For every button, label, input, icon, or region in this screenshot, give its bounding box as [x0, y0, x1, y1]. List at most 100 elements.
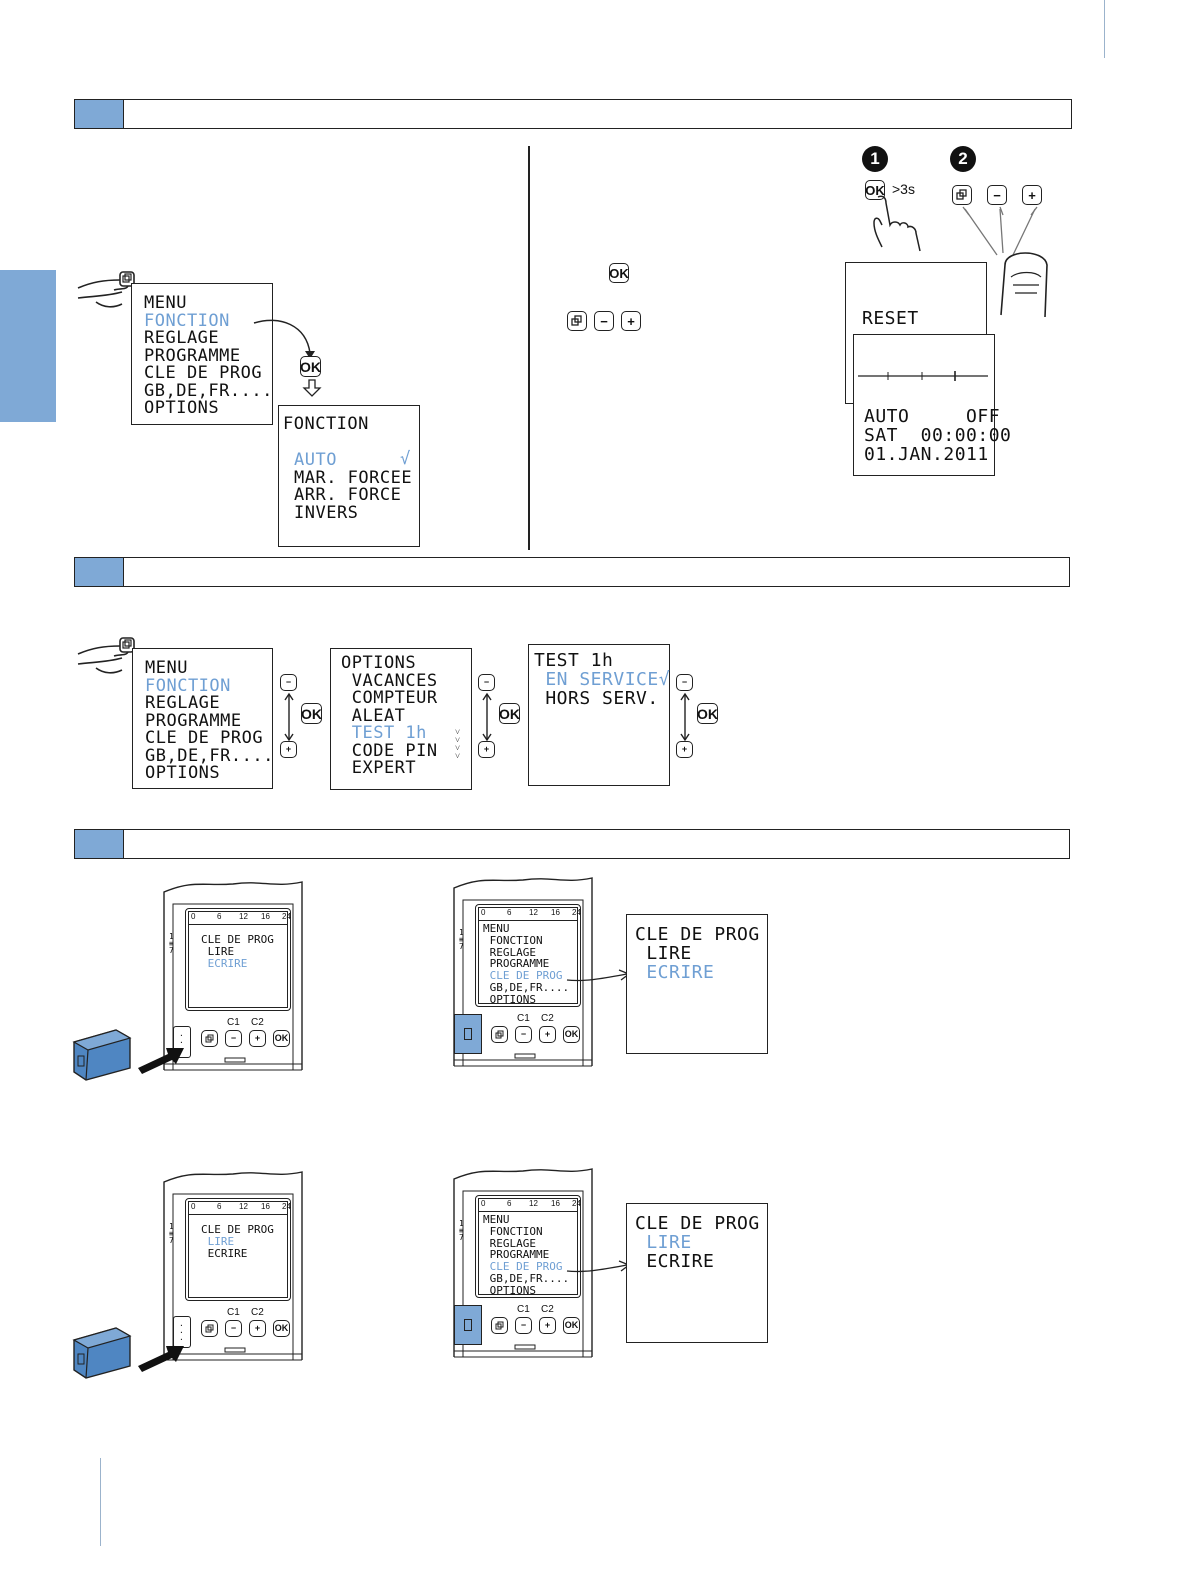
screen-line: MAR. FORCEE [294, 467, 413, 488]
plus-button[interactable]: + [621, 311, 641, 331]
time-scale [858, 371, 988, 381]
options-screen: OPTIONS VACANCES COMPTEUR ALEAT TEST 1h … [330, 648, 472, 790]
screen-line: CODE PIN [341, 740, 438, 761]
screen-line: FONCTION [483, 933, 543, 947]
screen-line-selected: AUTO [294, 450, 337, 470]
ok-button[interactable]: OK [273, 1320, 290, 1337]
minus-button[interactable]: − [225, 1030, 242, 1047]
screen-line: OPTIONS [145, 763, 221, 783]
screen-line: OPTIONS [483, 1283, 536, 1297]
check-icon: √ [400, 449, 411, 469]
minus-button[interactable]: − [594, 311, 614, 331]
prog-key-icon [72, 1327, 184, 1379]
plus-button[interactable]: + [1022, 185, 1042, 205]
section-2-header [74, 557, 1070, 587]
screen-line: CLE DE PROG [201, 933, 274, 946]
minus-button[interactable]: − [478, 674, 495, 691]
step-2-badge: 2 [950, 146, 976, 172]
menu-key-icon[interactable] [567, 311, 587, 331]
ok-button[interactable]: OK [609, 263, 629, 283]
screen-line: GB,DE,FR.... [144, 380, 273, 401]
screen-line: CLE DE PROG [635, 924, 760, 945]
up-down-arrow-icon [680, 692, 690, 742]
ok-button[interactable]: OK [300, 356, 321, 377]
screen-line: SAT 00:00:00 [864, 425, 1012, 446]
prog-key-icon [72, 1029, 184, 1081]
plus-button[interactable]: + [280, 741, 297, 758]
screen-line: AUTO OFF [864, 406, 1001, 427]
arrow-icon [566, 1260, 631, 1273]
screen-line: PROGRAMME [483, 957, 550, 971]
screen-line: ARR. FORCE [294, 485, 402, 505]
minus-button[interactable]: − [280, 674, 297, 691]
screen-line: GB,DE,FR.... [483, 1271, 570, 1285]
ok-button[interactable]: OK [499, 703, 520, 724]
screen-line: PROGRAMME [483, 1248, 550, 1262]
up-down-arrow-icon [482, 692, 492, 742]
c2-label: C2 [251, 1307, 264, 1318]
screen-line: LIRE [201, 1234, 235, 1248]
screen-line: REGLAGE [483, 945, 536, 959]
ok-button[interactable]: OK [301, 703, 322, 724]
screen-line: HORS SERV. [534, 688, 659, 709]
plus-button[interactable]: + [478, 741, 495, 758]
header-rule [1104, 0, 1105, 58]
plus-button[interactable]: + [676, 741, 693, 758]
ok-button[interactable]: OK [563, 1317, 580, 1334]
screen-line: OPTIONS [341, 653, 417, 673]
menu-key-icon[interactable] [491, 1317, 508, 1334]
screen-line: GB,DE,FR.... [145, 745, 274, 766]
section-3-header [74, 829, 1070, 859]
c2-label: C2 [251, 1017, 264, 1028]
screen-line: ECRIRE [201, 956, 248, 970]
screen-line: CLE DE PROG [483, 969, 563, 983]
hand-press-icon [77, 637, 135, 674]
menu-key-icon[interactable] [491, 1026, 508, 1043]
minus-button[interactable]: − [515, 1026, 532, 1043]
screen-line: CLE DE PROG [201, 1223, 274, 1236]
screen-line: CLE DE PROG [145, 728, 264, 748]
screen-line: REGLAGE [483, 1236, 536, 1250]
arrow-icon [566, 969, 631, 982]
screen-line: CLE DE PROG [483, 1260, 563, 1274]
plus-button[interactable]: + [249, 1030, 266, 1047]
screen-line: CLE DE PROG [635, 1213, 760, 1234]
ok-button[interactable]: OK [865, 180, 885, 200]
minus-button[interactable]: − [676, 674, 693, 691]
screen-line: LIRE [635, 1232, 692, 1253]
c1-label: C1 [227, 1017, 240, 1028]
menu-key-icon[interactable] [952, 185, 972, 205]
menu-key-icon[interactable] [201, 1320, 218, 1337]
screen-line: TEST 1h [534, 650, 614, 671]
screen-line-selected: TEST 1h [341, 723, 427, 743]
c1-label: C1 [517, 1013, 530, 1024]
screen-line: PROGRAMME [145, 710, 242, 731]
step-1-badge: 1 [862, 146, 888, 172]
plus-button[interactable]: + [539, 1026, 556, 1043]
minus-button[interactable]: − [987, 185, 1007, 205]
screen-line: OPTIONS [144, 398, 220, 418]
screen-line: FONCTION [483, 1224, 543, 1238]
footer-rule [100, 1458, 101, 1546]
fonction-title: FONCTION [283, 414, 369, 434]
section-1-header [74, 99, 1072, 129]
menu-key-icon[interactable] [201, 1030, 218, 1047]
plus-button[interactable]: + [249, 1320, 266, 1337]
ok-button[interactable]: OK [563, 1026, 580, 1043]
screen-line: EXPERT [341, 758, 417, 778]
minus-button[interactable]: − [225, 1320, 242, 1337]
chapter-tab [0, 270, 56, 422]
screen-line: VACANCES [341, 670, 438, 691]
plus-button[interactable]: + [539, 1317, 556, 1334]
screen-line: OPTIONS [483, 992, 536, 1006]
ok-button[interactable]: OK [273, 1030, 290, 1047]
screen-line: LIRE [635, 943, 692, 964]
day-indicator-icon: 1≡7 [459, 1219, 464, 1242]
minus-button[interactable]: − [515, 1317, 532, 1334]
ok-button[interactable]: OK [697, 703, 718, 724]
